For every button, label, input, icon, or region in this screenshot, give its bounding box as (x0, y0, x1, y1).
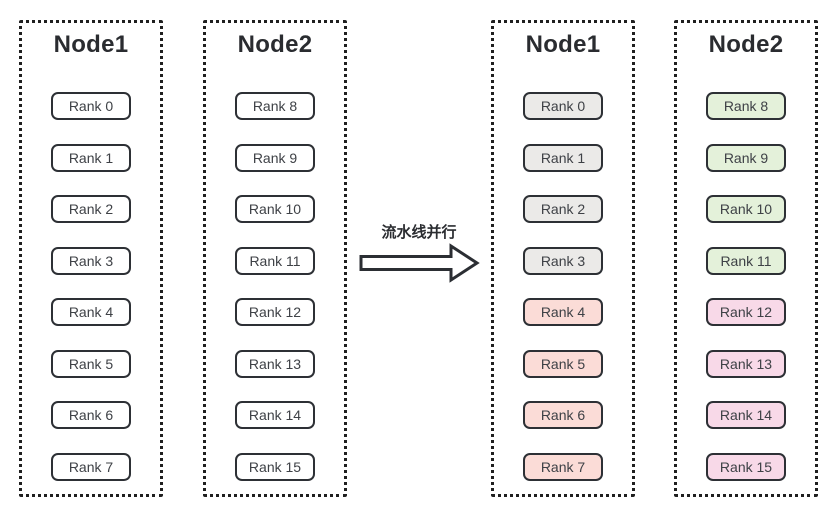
rank-label: Rank 8 (252, 98, 298, 114)
rank-label: Rank 5 (68, 355, 114, 372)
rank-box: Rank 7 (523, 452, 603, 481)
rank-box: Rank 3 (51, 246, 131, 275)
rank-box: Rank 1 (523, 143, 603, 172)
rank-box: Rank 2 (51, 195, 131, 223)
rank-label: Rank 15 (248, 458, 302, 475)
rank-label: Rank 7 (68, 458, 114, 475)
rank-label: Rank 10 (719, 201, 773, 217)
block-arrow-right-icon (359, 243, 480, 283)
rank-label: Rank 12 (248, 304, 302, 320)
rank-box: Rank 0 (51, 92, 131, 120)
rank-label: Rank 9 (252, 149, 298, 166)
rank-label: Rank 2 (540, 201, 586, 217)
rank-label: Rank 11 (249, 252, 301, 269)
rank-box: Rank 1 (51, 143, 131, 172)
node-column-title: Node1 (53, 31, 129, 58)
rank-box: Rank 5 (51, 349, 131, 378)
rank-label: Rank 3 (68, 252, 114, 269)
rank-label: Rank 1 (540, 149, 586, 166)
transform-arrow: 流水线并行 (357, 224, 481, 283)
node-column-title: Node2 (237, 31, 313, 58)
rank-label: Rank 9 (723, 149, 769, 166)
node-column-title: Node2 (708, 31, 784, 58)
rank-box: Rank 3 (523, 246, 603, 275)
rank-box: Rank 9 (706, 143, 786, 172)
rank-label: Rank 2 (68, 201, 114, 217)
rank-label: Rank 3 (540, 252, 586, 269)
rank-box: Rank 10 (706, 195, 786, 223)
rank-box: Rank 13 (235, 349, 315, 378)
rank-label: Rank 4 (540, 304, 586, 320)
rank-box: Rank 9 (235, 143, 315, 172)
rank-label: Rank 14 (248, 407, 302, 423)
rank-label: Rank 6 (540, 407, 586, 423)
rank-box: Rank 11 (235, 246, 315, 275)
rank-box: Rank 5 (523, 349, 603, 378)
rank-label: Rank 8 (723, 98, 769, 114)
arrow-label: 流水线并行 (381, 224, 457, 241)
rank-box: Rank 2 (523, 195, 603, 223)
rank-box: Rank 12 (706, 298, 786, 326)
rank-box: Rank 8 (706, 92, 786, 120)
rank-box: Rank 15 (235, 452, 315, 481)
rank-label: Rank 5 (540, 355, 586, 372)
rank-label: Rank 7 (540, 458, 586, 475)
rank-box: Rank 13 (706, 349, 786, 378)
rank-box: Rank 11 (706, 246, 786, 275)
rank-box: Rank 10 (235, 195, 315, 223)
rank-box: Rank 15 (706, 452, 786, 481)
rank-box: Rank 6 (51, 401, 131, 429)
rank-label: Rank 15 (719, 458, 773, 475)
rank-box: Rank 8 (235, 92, 315, 120)
node-column-title: Node1 (525, 31, 601, 58)
rank-label: Rank 13 (248, 355, 302, 372)
rank-box: Rank 0 (523, 92, 603, 120)
rank-label: Rank 10 (248, 201, 302, 217)
rank-label: Rank 4 (68, 304, 114, 320)
rank-label: Rank 14 (719, 407, 773, 423)
rank-label: Rank 6 (68, 407, 114, 423)
rank-label: Rank 1 (68, 149, 114, 166)
rank-label: Rank 11 (720, 252, 772, 269)
rank-label: Rank 12 (719, 304, 773, 320)
rank-box: Rank 4 (523, 298, 603, 326)
rank-box: Rank 7 (51, 452, 131, 481)
rank-label: Rank 0 (540, 98, 586, 114)
rank-box: Rank 14 (235, 401, 315, 429)
rank-box: Rank 6 (523, 401, 603, 429)
rank-box: Rank 4 (51, 298, 131, 326)
rank-label: Rank 0 (68, 98, 114, 114)
rank-box: Rank 12 (235, 298, 315, 326)
rank-label: Rank 13 (719, 355, 773, 372)
rank-box: Rank 14 (706, 401, 786, 429)
